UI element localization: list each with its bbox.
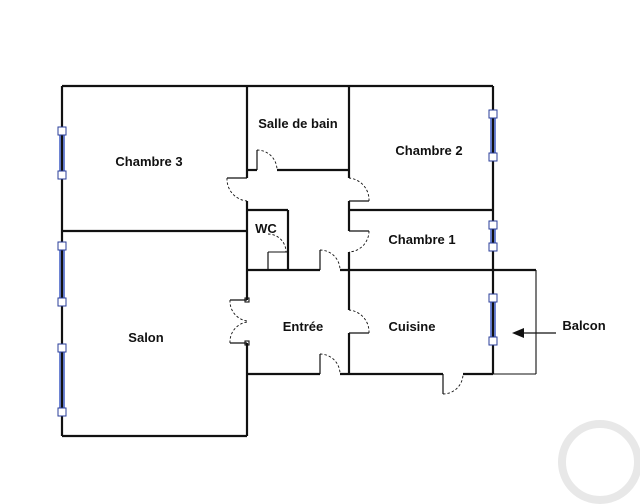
watermark-logo: [558, 420, 640, 504]
window-cuisine: [488, 293, 498, 346]
arrow-left-icon: [512, 328, 556, 338]
door-service: [442, 373, 464, 395]
door-wc: [267, 233, 287, 270]
balcony-outline: [493, 269, 537, 375]
doors: [226, 149, 464, 395]
window-chambre-1: [488, 220, 498, 252]
door-salle-de-bain: [256, 149, 278, 171]
door-chambre-1: [348, 230, 370, 253]
window-chambre-3: [57, 126, 67, 180]
door-chambre-3: [226, 177, 248, 202]
room-label-entree: Entrée: [283, 319, 323, 334]
door-couloir: [319, 249, 341, 271]
room-label-chambre-1: Chambre 1: [388, 232, 455, 247]
windows: [57, 109, 498, 417]
window-salon-2: [57, 343, 67, 417]
room-label-wc: WC: [255, 221, 277, 236]
room-label-salon: Salon: [128, 330, 163, 345]
door-entree: [319, 353, 341, 375]
room-label-chambre-3: Chambre 3: [115, 154, 182, 169]
room-label-salle-de-bain: Salle de bain: [258, 116, 338, 131]
door-cuisine: [348, 309, 370, 334]
walls: [60, 84, 536, 438]
window-chambre-2: [488, 109, 498, 162]
door-salon: [229, 297, 250, 346]
door-chambre-2: [348, 177, 370, 202]
room-label-cuisine: Cuisine: [389, 319, 436, 334]
balcony-label: Balcon: [562, 318, 605, 333]
window-salon-1: [57, 241, 67, 307]
room-label-chambre-2: Chambre 2: [395, 143, 462, 158]
